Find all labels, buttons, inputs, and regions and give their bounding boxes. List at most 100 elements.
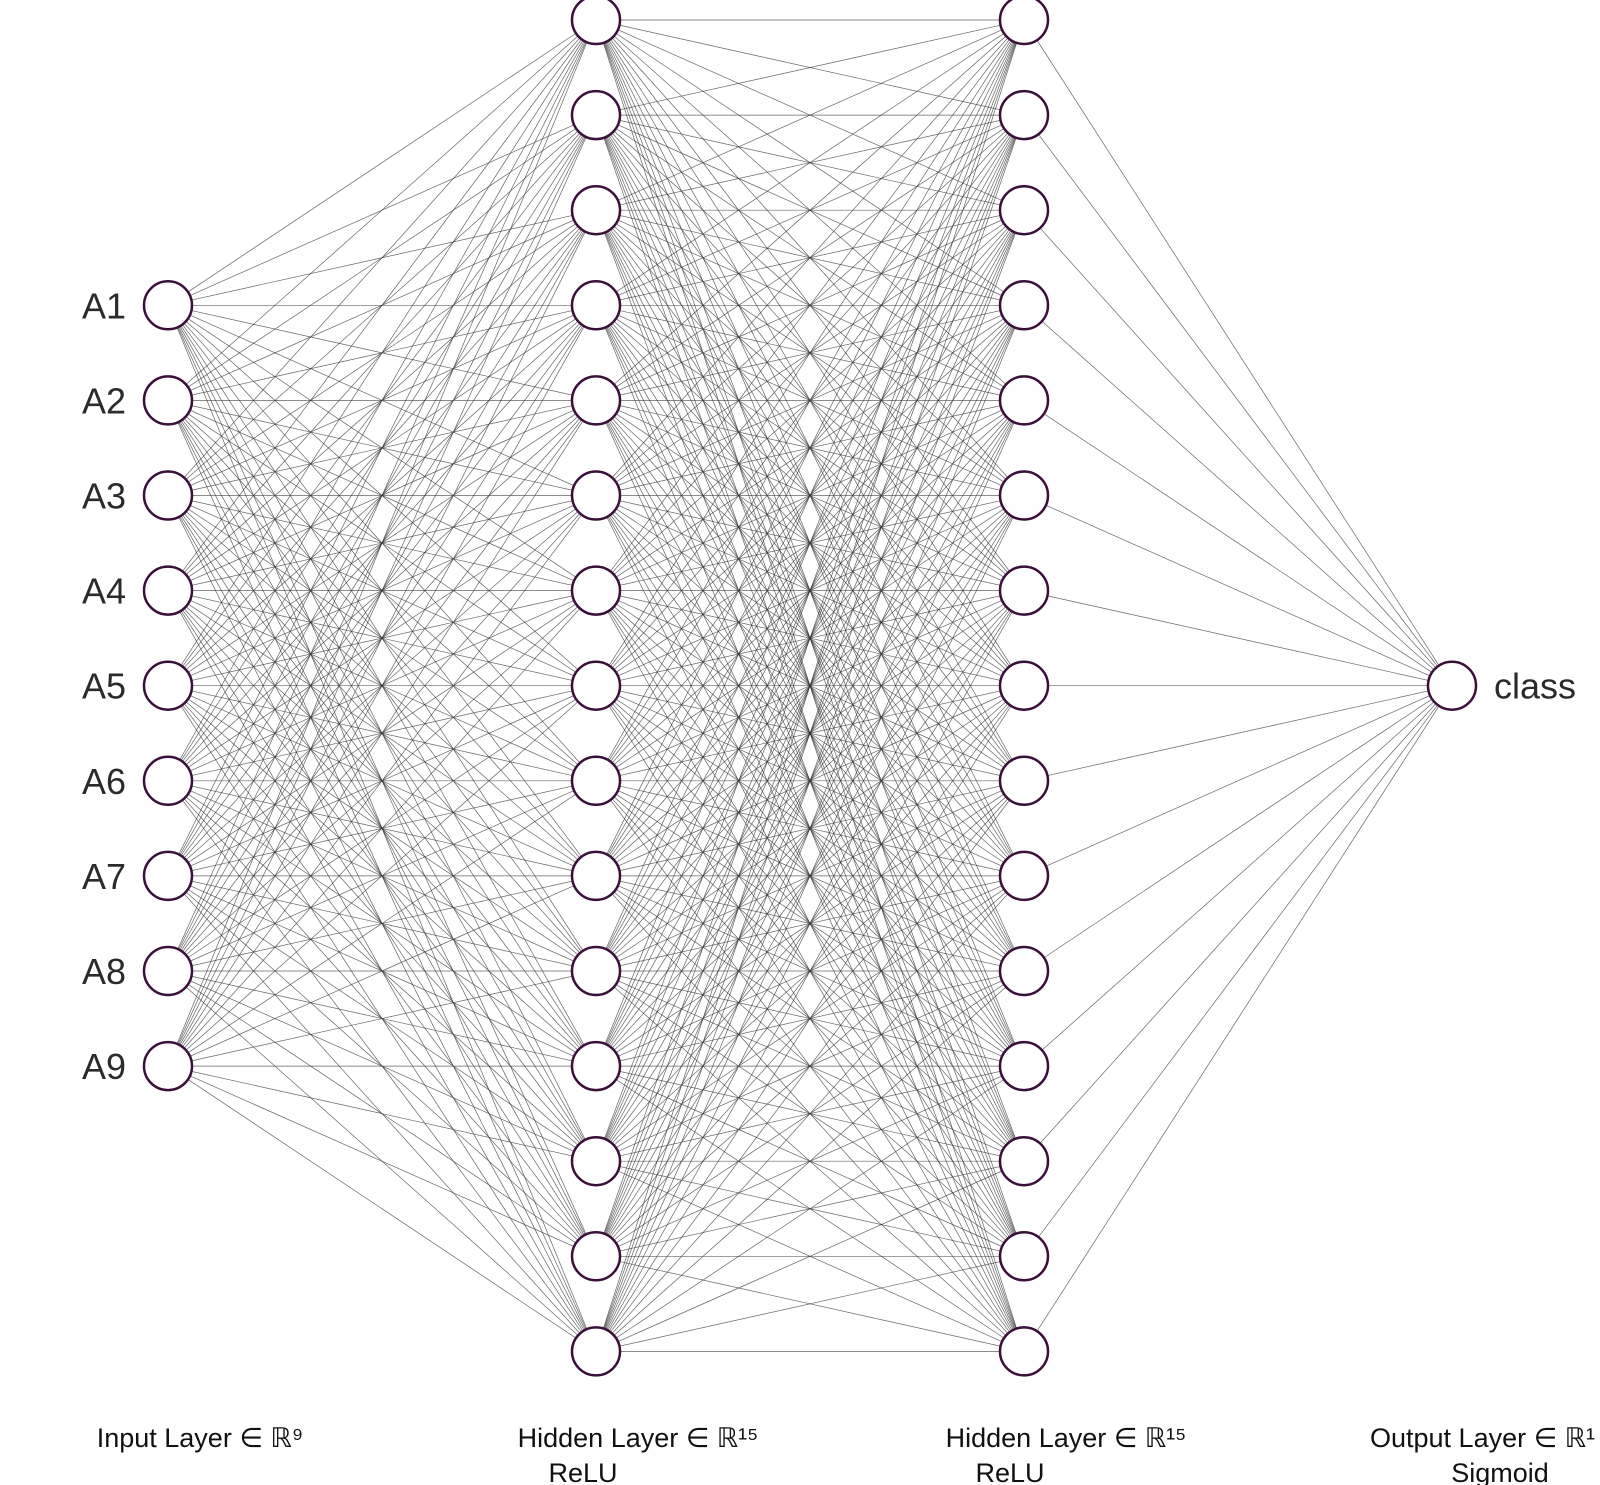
neuron-input-1	[142, 280, 194, 331]
connection-hidden-1-15-to-hidden-2-3	[595, 210, 1025, 1352]
connection-input-9-to-hidden-1-10	[167, 875, 597, 1067]
neuron-input-3	[142, 470, 194, 521]
connection-hidden-1-7-to-hidden-2-1	[595, 19, 1025, 591]
connection-hidden-1-15-to-hidden-2-14	[595, 1255, 1025, 1352]
connection-input-9-to-hidden-1-2	[167, 114, 597, 1067]
output-layer-title: Output Layer ∈ ℝ¹	[1370, 1423, 1595, 1453]
neuron-hidden-2-12	[998, 1040, 1050, 1092]
neuron-hidden-2-1	[998, 0, 1050, 46]
connection-input-6-to-hidden-1-1	[167, 19, 597, 781]
connection-hidden-2-3-to-output-1	[1023, 209, 1453, 686]
connection-hidden-2-2-to-output-1	[1023, 114, 1453, 686]
neuron-hidden-2-10	[998, 850, 1050, 902]
connection-input-9-to-hidden-1-13	[167, 1065, 597, 1162]
neuron-hidden-1-10	[570, 850, 622, 902]
neuron-hidden-2-2	[998, 89, 1050, 141]
connection-input-9-to-hidden-1-6	[167, 495, 597, 1067]
connection-hidden-1-14-to-hidden-2-1	[595, 19, 1025, 1257]
connection-hidden-2-15-to-output-1	[1023, 685, 1453, 1352]
neurons	[142, 0, 1478, 1377]
connection-hidden-2-9-to-output-1	[1023, 685, 1453, 782]
neuron-hidden-1-13	[570, 1135, 622, 1187]
connection-input-3-to-hidden-1-1	[167, 19, 597, 496]
connection-input-4-to-hidden-1-1	[167, 19, 597, 591]
connection-hidden-1-15-to-hidden-2-11	[595, 970, 1025, 1352]
connection-input-9-to-hidden-1-5	[167, 400, 597, 1067]
neuron-hidden-1-1	[570, 0, 622, 46]
neuron-hidden-1-5	[570, 375, 622, 426]
connection-hidden-1-5-to-hidden-2-1	[595, 19, 1025, 401]
neuron-hidden-2-6	[998, 470, 1050, 521]
connection-hidden-1-15-to-hidden-2-9	[595, 780, 1025, 1352]
neuron-hidden-1-2	[570, 89, 622, 141]
neuron-label-A6: A6	[82, 761, 126, 802]
connection-input-7-to-hidden-1-1	[167, 19, 597, 877]
neuron-input-7	[142, 850, 194, 902]
neuron-input-5	[142, 660, 194, 711]
hidden-layer-1-activation: ReLU	[548, 1458, 617, 1485]
connection-hidden-1-10-to-hidden-2-1	[595, 19, 1025, 877]
connection-input-9-to-hidden-1-14	[167, 1065, 597, 1257]
neuron-input-4	[142, 565, 194, 616]
neuron-hidden-1-12	[570, 1040, 622, 1092]
connection-hidden-1-3-to-hidden-2-1	[595, 19, 1025, 211]
neuron-hidden-2-14	[998, 1231, 1050, 1282]
connection-hidden-2-10-to-output-1	[1023, 685, 1453, 877]
neuron-input-9	[142, 1040, 194, 1092]
connection-input-2-to-hidden-1-1	[167, 19, 597, 401]
neuron-hidden-2-13	[998, 1135, 1050, 1187]
neuron-label-A5: A5	[82, 666, 126, 707]
connection-hidden-1-15-to-hidden-2-5	[595, 400, 1025, 1352]
neuron-label-A3: A3	[82, 476, 126, 517]
connection-input-9-to-hidden-1-3	[167, 210, 597, 1067]
connection-hidden-1-11-to-hidden-2-1	[595, 19, 1025, 972]
neuron-hidden-1-4	[570, 280, 622, 331]
connection-hidden-2-13-to-output-1	[1023, 685, 1453, 1162]
connection-input-9-to-hidden-1-7	[167, 590, 597, 1067]
connection-input-9-to-hidden-1-11	[167, 970, 597, 1067]
neuron-hidden-1-11	[570, 945, 622, 997]
connection-input-9-to-hidden-1-4	[167, 305, 597, 1067]
neuron-hidden-2-9	[998, 755, 1050, 807]
connection-hidden-1-15-to-hidden-2-4	[595, 305, 1025, 1352]
connection-hidden-1-9-to-hidden-2-1	[595, 19, 1025, 781]
connection-hidden-2-12-to-output-1	[1023, 685, 1453, 1067]
connection-hidden-2-4-to-output-1	[1023, 305, 1453, 686]
connection-input-9-to-hidden-1-1	[167, 19, 597, 1067]
connection-hidden-1-12-to-hidden-2-1	[595, 19, 1025, 1067]
connection-hidden-1-6-to-hidden-2-1	[595, 19, 1025, 496]
neuron-hidden-1-7	[570, 565, 622, 616]
connection-input-5-to-hidden-1-1	[167, 19, 597, 686]
neuron-label-A2: A2	[82, 380, 126, 421]
connection-hidden-1-15-to-hidden-2-8	[595, 685, 1025, 1352]
hidden-layer-2-title: Hidden Layer ∈ ℝ¹⁵	[946, 1423, 1187, 1453]
neuron-input-6	[142, 755, 194, 807]
hidden-layer-2-activation: ReLU	[975, 1458, 1044, 1485]
neuron-hidden-2-3	[998, 184, 1050, 236]
output-layer-activation: Sigmoid	[1451, 1458, 1549, 1485]
neuron-hidden-1-15	[570, 1326, 622, 1377]
connection-input-1-to-hidden-1-1	[167, 19, 597, 306]
connection-input-8-to-hidden-1-1	[167, 19, 597, 972]
connection-hidden-1-15-to-hidden-2-10	[595, 875, 1025, 1352]
connection-input-9-to-hidden-1-8	[167, 685, 597, 1067]
neuron-hidden-2-4	[998, 280, 1050, 331]
connections	[167, 19, 1453, 1352]
neuron-label-class: class	[1494, 666, 1576, 707]
connection-hidden-1-2-to-hidden-2-1	[595, 19, 1025, 116]
connection-hidden-2-14-to-output-1	[1023, 685, 1453, 1257]
connection-hidden-2-6-to-output-1	[1023, 495, 1453, 687]
neuron-hidden-2-15	[998, 1326, 1050, 1377]
neuron-hidden-2-8	[998, 660, 1050, 711]
connection-hidden-1-13-to-hidden-2-1	[595, 19, 1025, 1162]
neuron-input-8	[142, 945, 194, 997]
connection-hidden-2-5-to-output-1	[1023, 400, 1453, 686]
neuron-hidden-2-11	[998, 945, 1050, 997]
neuron-hidden-1-3	[570, 184, 622, 236]
connection-hidden-1-15-to-hidden-2-12	[595, 1065, 1025, 1352]
connection-hidden-2-11-to-output-1	[1023, 685, 1453, 972]
connection-hidden-1-15-to-hidden-2-1	[595, 19, 1025, 1352]
neuron-hidden-1-9	[570, 755, 622, 807]
